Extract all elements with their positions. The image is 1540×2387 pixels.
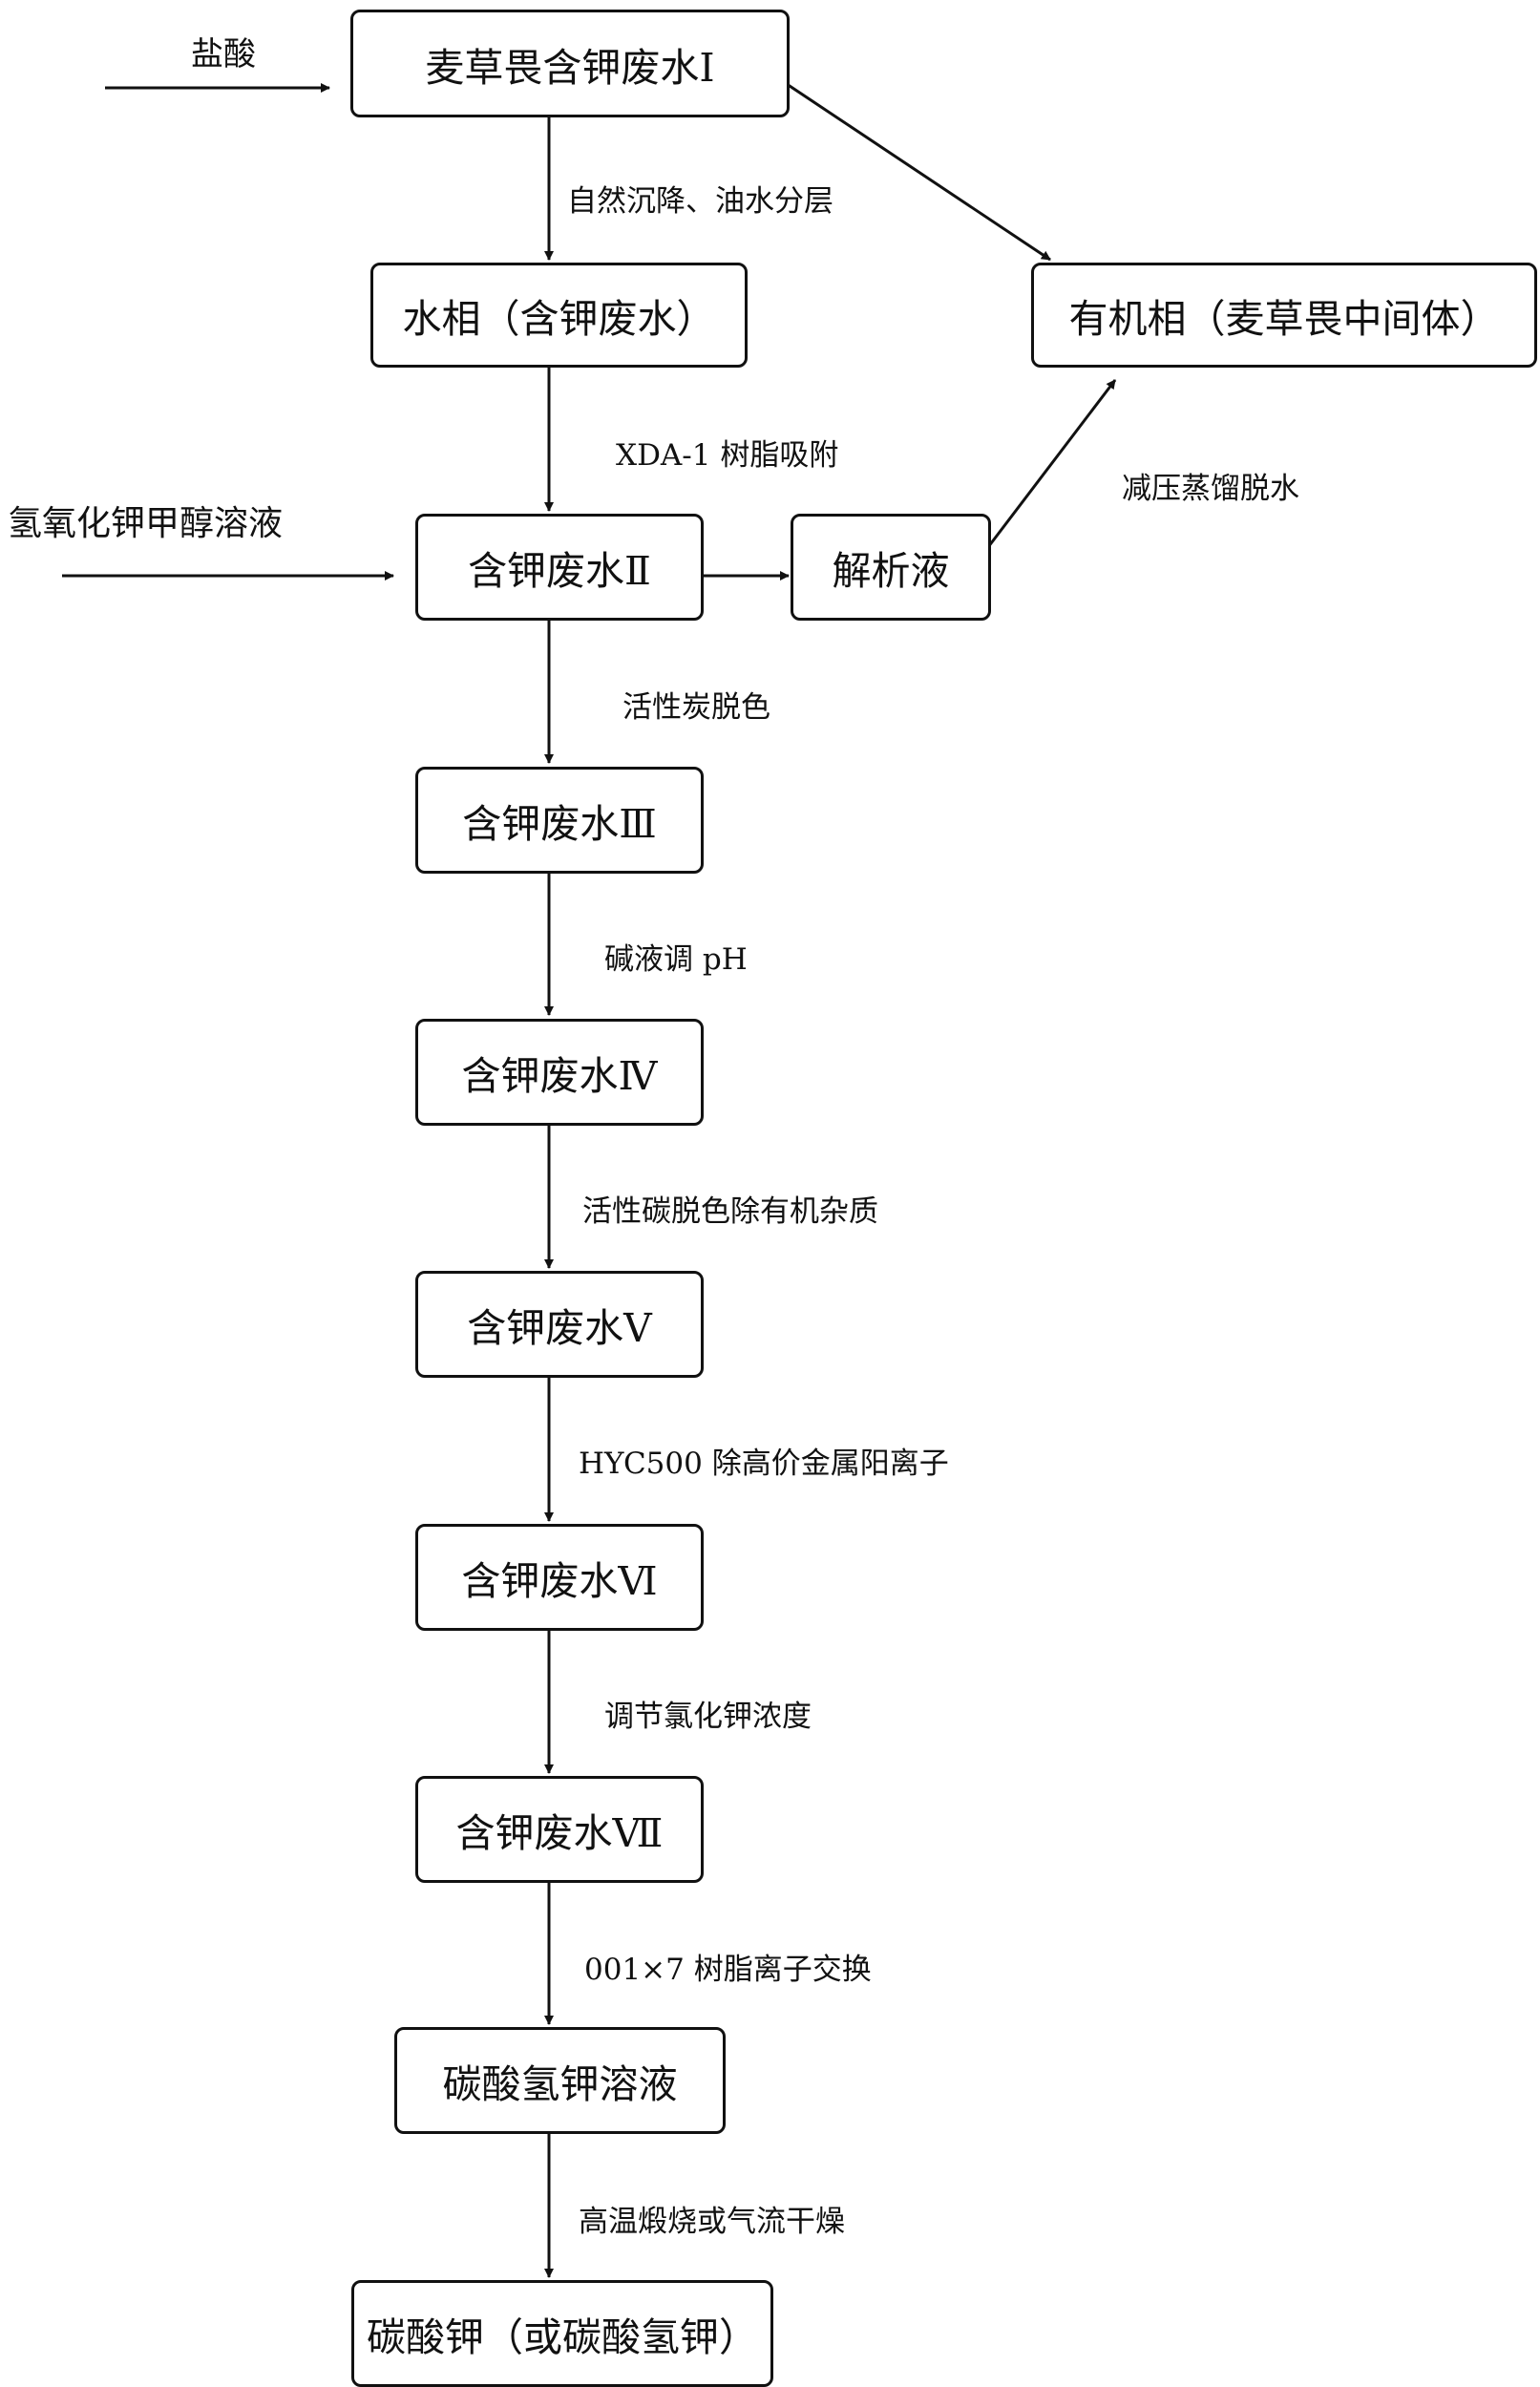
node-wastewater-3: 含钾废水Ⅲ xyxy=(415,767,704,874)
arrow-1-to-organic xyxy=(786,82,1051,262)
node-wastewater-7: 含钾废水Ⅶ xyxy=(415,1776,704,1883)
node-wastewater-5: 含钾废水Ⅴ xyxy=(415,1271,704,1378)
step-alkali-ph: 碱液调 pH xyxy=(604,942,748,977)
step-carbon-decolor-2: 活性碳脱色除有机杂质 xyxy=(582,1194,878,1229)
step-vacuum-distill: 减压蒸馏脱水 xyxy=(1122,472,1299,506)
node-aqueous-phase: 水相（含钾废水） xyxy=(370,263,748,368)
node-bicarbonate-solution: 碳酸氢钾溶液 xyxy=(394,2027,726,2134)
node-final-product: 碳酸钾（或碳酸氢钾） xyxy=(351,2280,773,2387)
node-wastewater-6: 含钾废水Ⅵ xyxy=(415,1524,704,1631)
node-desorption-liquid: 解析液 xyxy=(791,514,991,621)
node-wastewater-2: 含钾废水Ⅱ xyxy=(415,514,704,621)
step-carbon-decolor-1: 活性炭脱色 xyxy=(622,690,770,725)
step-hyc500: HYC500 除高价金属阳离子 xyxy=(579,1447,949,1481)
input-hydrochloric-acid: 盐酸 xyxy=(191,35,256,74)
input-koh-methanol: 氢氧化钾甲醇溶液 xyxy=(8,504,284,543)
step-xda-adsorption: XDA-1 树脂吸附 xyxy=(616,438,839,473)
arrow-desorption-to-organic xyxy=(986,379,1117,548)
node-wastewater-1: 麦草畏含钾废水Ⅰ xyxy=(350,10,790,117)
node-organic-phase: 有机相（麦草畏中间体） xyxy=(1031,263,1537,368)
step-ion-exchange: 001×7 树脂离子交换 xyxy=(584,1953,872,1987)
step-settle-separate: 自然沉降、油水分层 xyxy=(567,184,833,219)
node-wastewater-4: 含钾废水Ⅳ xyxy=(415,1019,704,1126)
step-adjust-kcl: 调节氯化钾浓度 xyxy=(604,1700,812,1734)
step-calcine-dry: 高温煅烧或气流干燥 xyxy=(579,2205,845,2239)
